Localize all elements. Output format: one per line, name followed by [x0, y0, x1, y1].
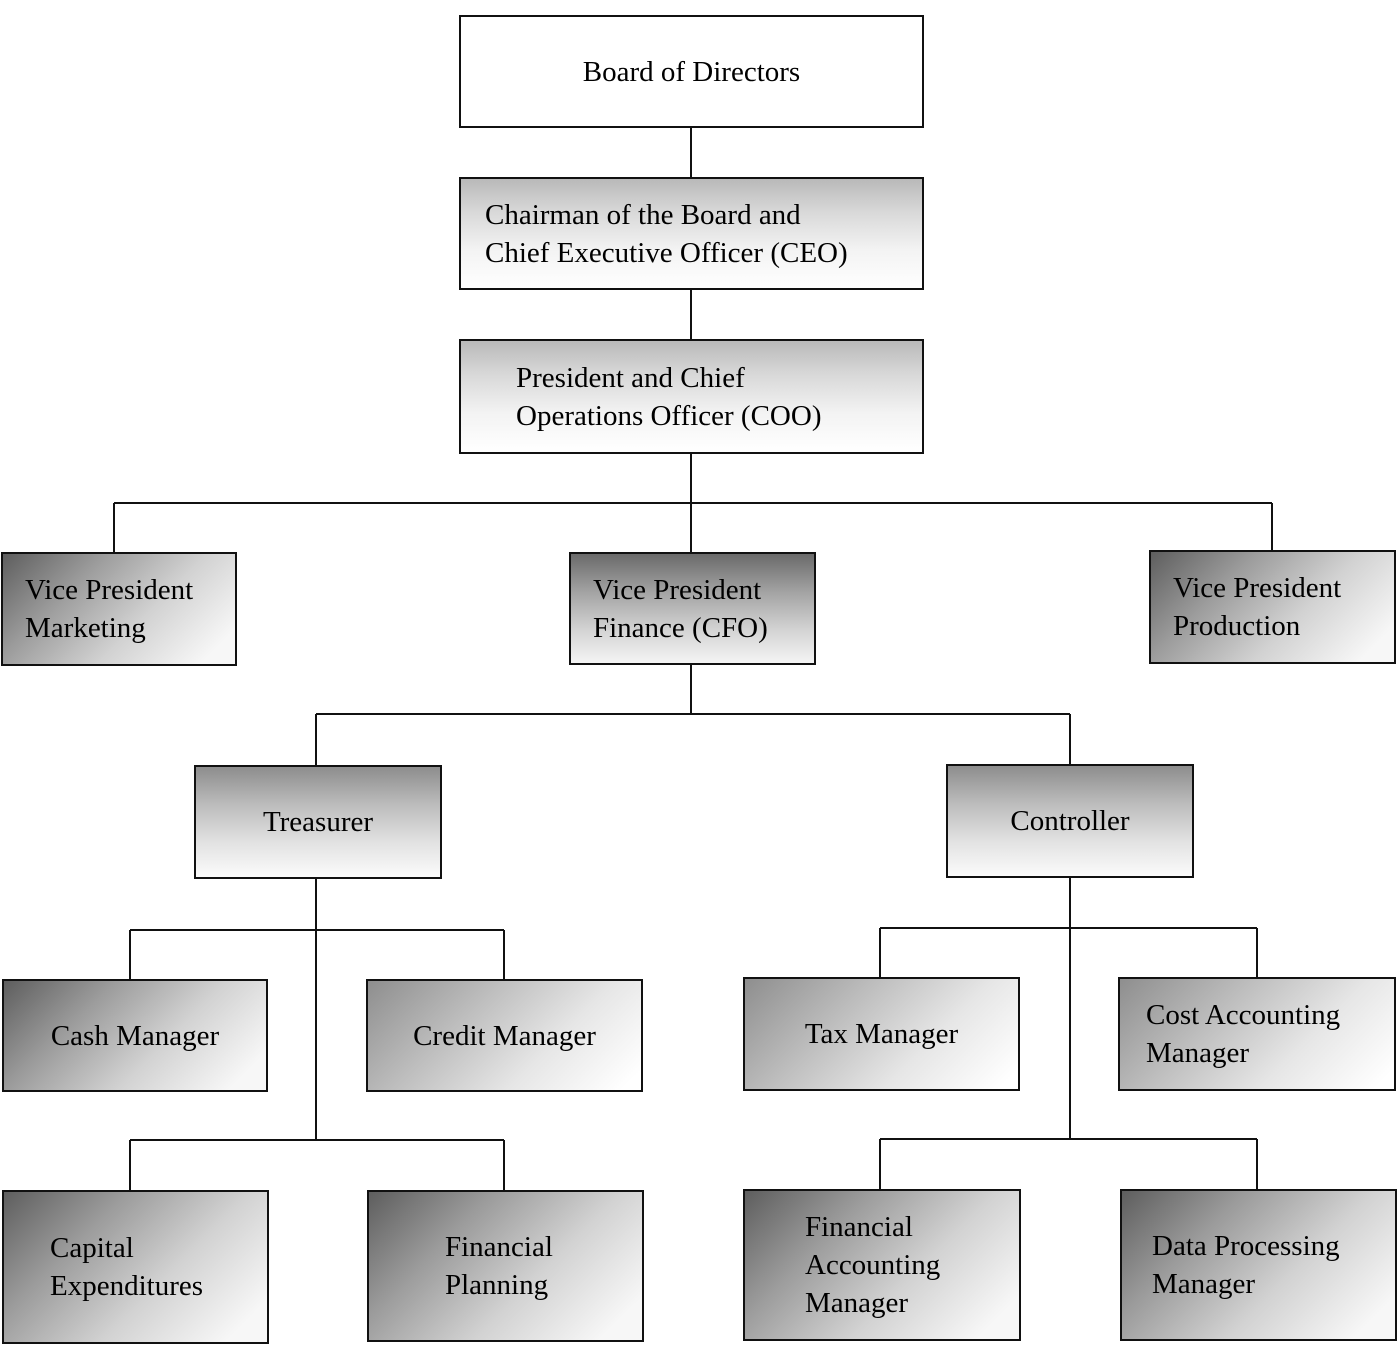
- node-label-line: Chief Executive Officer (CEO): [485, 236, 848, 269]
- node-label-line: Cash Manager: [50, 1019, 220, 1052]
- node-label-line: Manager: [805, 1287, 909, 1319]
- node-financial-accounting-manager: Financial Accounting Manager: [743, 1189, 1021, 1341]
- node-label-line: Manager: [1152, 1268, 1256, 1300]
- node-label-line: Controller: [1010, 805, 1130, 837]
- node-label-line: Cost Accounting: [1146, 999, 1341, 1031]
- node-label-line: Financial: [445, 1231, 553, 1263]
- node-tax-manager: Tax Manager: [743, 977, 1020, 1091]
- node-label-line: Vice President: [1173, 572, 1342, 604]
- node-label-line: Operations Officer (COO): [516, 399, 822, 432]
- node-label-line: Planning: [445, 1269, 549, 1301]
- node-label-line: Expenditures: [50, 1270, 204, 1302]
- node-label-line: Vice President: [25, 574, 194, 606]
- node-cash-manager: Cash Manager: [2, 979, 268, 1092]
- node-label-line: Tax Manager: [804, 1018, 959, 1050]
- node-label-line: Finance (CFO): [593, 611, 768, 644]
- node-vp-finance-cfo: Vice President Finance (CFO): [569, 552, 816, 665]
- node-credit-manager: Credit Manager: [366, 979, 643, 1092]
- node-label-line: Board of Directors: [582, 55, 801, 88]
- node-treasurer: Treasurer: [194, 765, 442, 879]
- node-ceo: Chairman of the Board and Chief Executiv…: [459, 177, 924, 290]
- node-cost-accounting-manager: Cost Accounting Manager: [1118, 977, 1396, 1091]
- node-financial-planning: Financial Planning: [367, 1190, 644, 1342]
- node-data-processing-manager: Data Processing Manager: [1120, 1189, 1397, 1341]
- node-label-line: Vice President: [593, 573, 762, 606]
- node-label-line: Financial: [805, 1211, 913, 1243]
- node-capital-expenditures: Capital Expenditures: [2, 1190, 269, 1344]
- node-label-line: Accounting: [805, 1249, 941, 1281]
- node-label-line: Production: [1173, 610, 1301, 642]
- node-label-line: Chairman of the Board and: [485, 198, 801, 231]
- node-label-line: Manager: [1146, 1037, 1250, 1069]
- node-vp-production: Vice President Production: [1149, 550, 1396, 664]
- node-label-line: President and Chief: [516, 361, 745, 394]
- node-board-of-directors: Board of Directors: [459, 15, 924, 128]
- node-vp-marketing: Vice President Marketing: [1, 552, 237, 666]
- node-label-line: Capital: [50, 1232, 134, 1264]
- node-label-line: Data Processing: [1152, 1230, 1340, 1262]
- node-controller: Controller: [946, 764, 1194, 878]
- node-label-line: Credit Manager: [413, 1019, 596, 1052]
- node-label-line: Marketing: [25, 612, 146, 644]
- node-label-line: Treasurer: [262, 806, 374, 838]
- node-coo: President and Chief Operations Officer (…: [459, 339, 924, 454]
